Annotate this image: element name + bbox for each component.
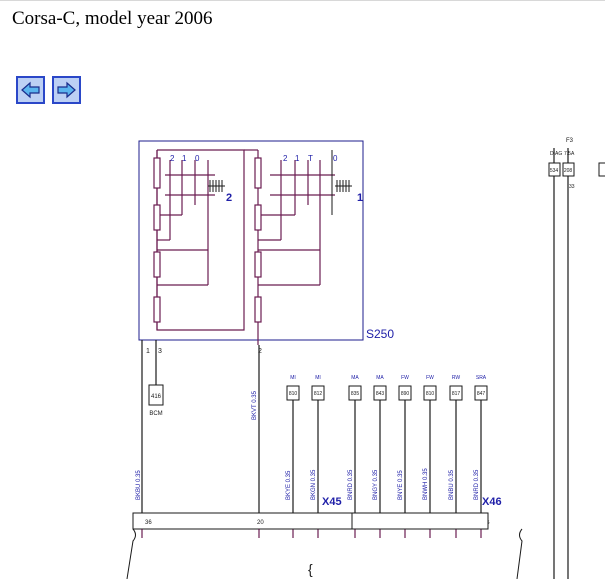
continuation-brace: { — [308, 561, 313, 577]
continuation-wires — [141, 529, 260, 538]
wire-label-4: BNYE 0.35 — [398, 470, 404, 500]
top-divider — [0, 0, 605, 1]
switch-name: S250 — [366, 327, 394, 341]
wire-code-0: MI — [290, 375, 296, 381]
wire-label-3: BNGY 0.35 — [373, 469, 379, 500]
wire-box-id-0: 810 — [289, 391, 298, 397]
switch-internal-left — [156, 149, 245, 331]
wire-box-5 — [423, 385, 437, 401]
wire-box-6 — [449, 385, 463, 401]
bcm-connector-box — [148, 384, 164, 406]
switch-pin-3: 3 — [158, 348, 162, 355]
arrow-left-icon — [21, 81, 40, 99]
connector-x46-name: X46 — [482, 496, 502, 508]
wire-code-7: SRA — [476, 375, 487, 381]
switch-detent-left — [208, 180, 225, 192]
wire-code-1: MI — [315, 375, 321, 381]
switch-output-wires — [141, 340, 260, 530]
wire-bkbu-label: BKBU 0.35 — [136, 470, 142, 500]
break-line-left — [126, 528, 136, 579]
wire-label-6: BNBU 0.35 — [449, 469, 455, 500]
back-button[interactable] — [16, 76, 45, 104]
edge-box — [598, 162, 605, 177]
connector-strip — [132, 512, 489, 530]
wire-code-2: MA — [351, 375, 359, 381]
wire-code-6: RW — [452, 375, 461, 381]
bcm-connector-label: BCM — [149, 411, 162, 417]
fuse-name: F3 — [566, 138, 574, 144]
x45-pin-36: 36 — [145, 520, 152, 526]
wire-box-id-3: 843 — [376, 391, 385, 397]
forward-button[interactable] — [52, 76, 81, 104]
pos-left-2: 0 — [195, 154, 200, 163]
wire-box-id-6: 817 — [452, 391, 461, 397]
pos-right-0: 2 — [283, 154, 288, 163]
fuse-pin: 33 — [569, 184, 575, 190]
wire-box-0 — [286, 385, 300, 401]
wire-code-4: FW — [401, 375, 409, 381]
fuse-diag-label: DIAG — [550, 151, 562, 157]
wire-label-0: BKYE 0.35 — [286, 470, 292, 500]
x45-pin-20: 20 — [257, 520, 264, 526]
pos-left-0: 2 — [170, 154, 175, 163]
wire-box-id-4: 890 — [401, 391, 410, 397]
wire-label-1: BKGN 0.35 — [311, 469, 317, 500]
switch-contacts-left — [153, 157, 161, 323]
pos-left-1: 1 — [182, 154, 187, 163]
wire-bkvt-label: BKVT 0.35 — [252, 390, 258, 420]
wire-box-id-5: 810 — [426, 391, 435, 397]
wire-box-id-2: 835 — [351, 391, 360, 397]
wire-label-2: BNRD 0.35 — [348, 469, 354, 500]
fuse-rating: 7.5A — [564, 151, 575, 157]
fuse-box-b-id: 208 — [564, 168, 573, 174]
switch-group-marker-right: 1 — [357, 192, 363, 204]
fuse-box-a-id: 534 — [550, 168, 559, 174]
pos-right-2: T — [308, 154, 313, 163]
bcm-connector-id: 416 — [151, 394, 162, 400]
fuse-wires — [553, 148, 569, 579]
wire-code-5: FW — [426, 375, 434, 381]
wire-code-3: MA — [376, 375, 384, 381]
switch-contacts-right — [254, 157, 262, 323]
page-title: Corsa-C, model year 2006 — [12, 8, 213, 29]
wire-box-3 — [373, 385, 387, 401]
wire-box-id-1: 812 — [314, 391, 323, 397]
break-line-right — [516, 528, 523, 579]
arrow-right-icon — [57, 81, 76, 99]
switch-group-marker-left: 2 — [226, 192, 232, 204]
wire-label-7: BNRD 0.35 — [474, 469, 480, 500]
wire-box-1 — [311, 385, 325, 401]
wire-box-4 — [398, 385, 412, 401]
switch-pin-2: 2 — [258, 348, 262, 355]
switch-position-labels: 2 1 0 2 1 T 0 — [170, 154, 338, 163]
pos-right-1: 1 — [295, 154, 300, 163]
wire-box-7 — [474, 385, 488, 401]
wire-box-id-7: 847 — [477, 391, 486, 397]
pos-right-3: 0 — [333, 154, 338, 163]
switch-detent-right — [331, 150, 352, 215]
switch-housing — [138, 140, 364, 341]
wire-label-5: BNWH 0.35 — [423, 468, 429, 500]
connector-x45-name: X45 — [322, 496, 342, 508]
switch-pin-1: 1 — [146, 348, 150, 355]
switch-pin-labels: 1 3 2 — [146, 348, 262, 355]
wire-box-2 — [348, 385, 362, 401]
